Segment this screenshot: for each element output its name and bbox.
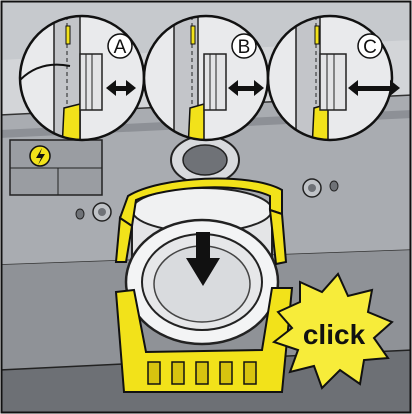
callout-b-letter: B: [238, 37, 251, 58]
electrical-hazard-icon: [30, 146, 50, 166]
callout-a-letter: A: [114, 37, 127, 58]
click-label: click: [303, 319, 366, 350]
hose-port: [171, 136, 239, 184]
callout-c-letter: C: [363, 37, 377, 58]
